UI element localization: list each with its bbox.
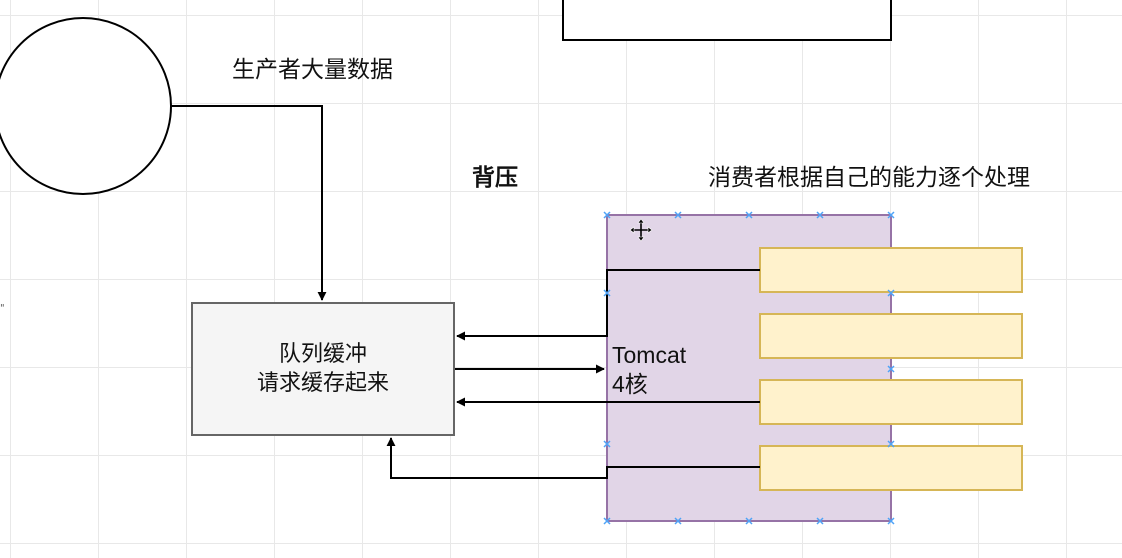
selection-handle[interactable] xyxy=(887,211,895,219)
queue-label: 队列缓冲 请求缓存起来 xyxy=(192,303,454,435)
selection-handle[interactable] xyxy=(745,211,753,219)
side-ruler-mark: " xyxy=(0,303,5,314)
selection-handle[interactable] xyxy=(816,211,824,219)
queue-label-line1: 队列缓冲 xyxy=(278,342,367,367)
producer-label: 生产者大量数据 xyxy=(232,57,393,83)
selection-handle[interactable] xyxy=(603,517,611,525)
selection-handle[interactable] xyxy=(887,365,895,373)
tomcat-name: Tomcat xyxy=(612,342,687,368)
selection-handle[interactable] xyxy=(745,517,753,525)
worker-bar[interactable] xyxy=(759,445,1023,491)
top-box[interactable] xyxy=(562,0,892,41)
selection-handle[interactable] xyxy=(887,289,895,297)
selection-handle[interactable] xyxy=(603,440,611,448)
worker1-to-queue-arrow[interactable] xyxy=(456,269,760,341)
selection-handle[interactable] xyxy=(887,440,895,448)
selection-handle[interactable] xyxy=(887,517,895,525)
worker-bar[interactable] xyxy=(759,313,1023,359)
selection-handle[interactable] xyxy=(674,517,682,525)
worker-bar[interactable] xyxy=(759,379,1023,425)
selection-handles[interactable] xyxy=(603,211,895,525)
tomcat-cores: 4核 xyxy=(612,371,648,397)
consumer-label: 消费者根据自己的能力逐个处理 xyxy=(708,165,1030,191)
producer-to-queue-arrow[interactable] xyxy=(171,105,327,301)
producer-circle[interactable] xyxy=(0,17,172,195)
selection-handle[interactable] xyxy=(674,211,682,219)
tomcat-label: Tomcat 4核 xyxy=(612,341,686,399)
backpressure-label: 背压 xyxy=(472,165,518,191)
selection-handle[interactable] xyxy=(603,289,611,297)
queue-box[interactable] xyxy=(191,302,455,436)
worker4-to-queue-arrow[interactable] xyxy=(386,437,760,479)
selection-handle[interactable] xyxy=(603,211,611,219)
worker-bar[interactable] xyxy=(759,247,1023,293)
selection-handle[interactable] xyxy=(816,517,824,525)
move-cursor-icon xyxy=(629,218,653,242)
queue-label-line2: 请求缓存起来 xyxy=(256,371,389,396)
